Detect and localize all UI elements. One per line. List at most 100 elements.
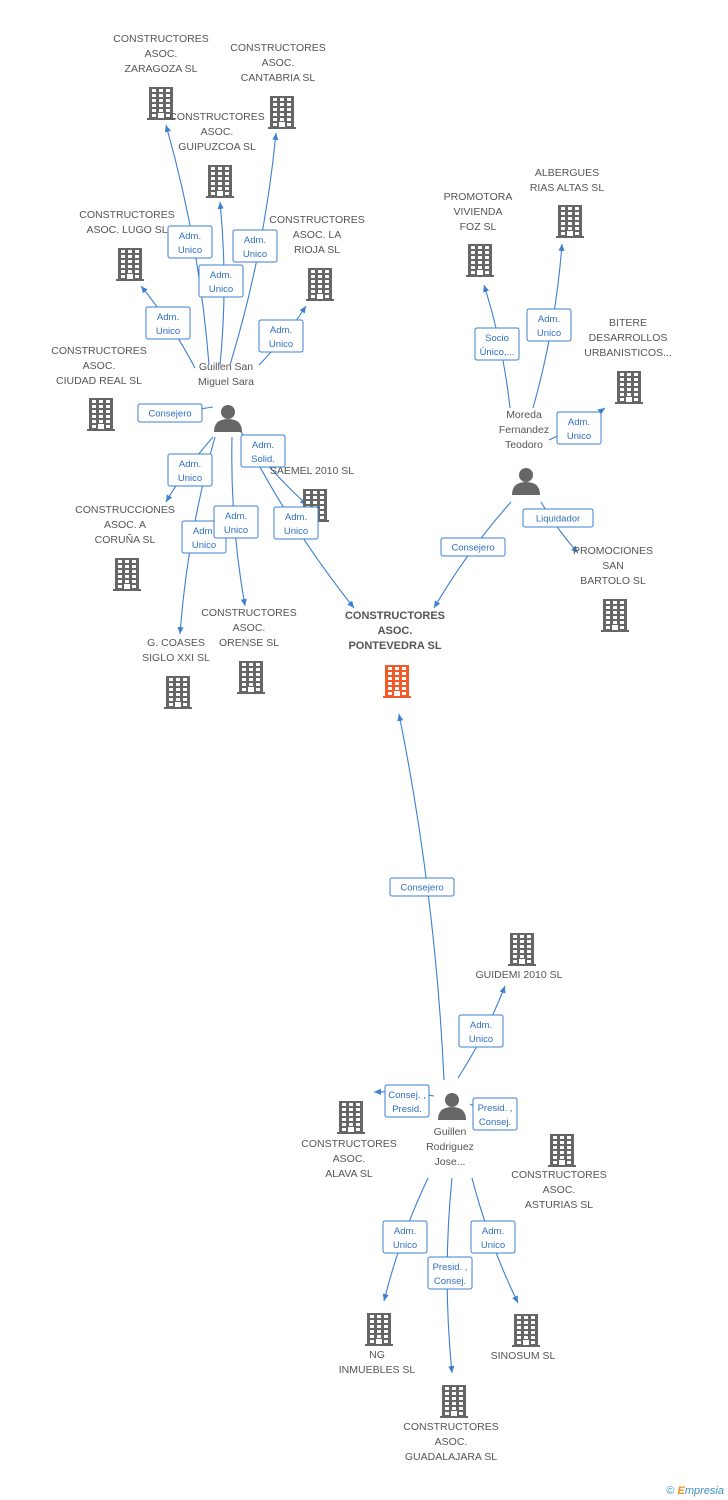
edge-label: Adm.Unico	[382, 1220, 428, 1254]
node-label: PONTEVEDRA SL	[348, 640, 441, 652]
edge-label: Adm.Unico	[167, 453, 213, 487]
building-icon	[164, 676, 192, 709]
node-label: ASOC.	[233, 622, 266, 634]
edge-teodoro-sanbartolo	[540, 501, 579, 554]
edge-label: Liquidador	[522, 508, 594, 528]
node-label: NG	[369, 1349, 385, 1361]
edge-label: SocioÚnico,...	[474, 327, 520, 361]
building-icon	[113, 558, 141, 591]
node-label: PROMOTORA	[444, 191, 513, 203]
edge-label-text: Consej.	[479, 1117, 511, 1128]
edge-label-text: Unico	[284, 526, 308, 537]
building-icon	[601, 599, 629, 632]
node-label: Moreda	[506, 409, 542, 421]
building-icon	[383, 665, 411, 698]
node-label: ZARAGOZA SL	[125, 63, 198, 75]
node-label: URBANISTICOS...	[584, 347, 672, 359]
edge-label-text: Unico	[156, 326, 180, 337]
edge-label-text: Adm.	[538, 314, 560, 325]
edge-label-text: Consej.	[434, 1276, 466, 1287]
node-sinosum[interactable]: SINOSUM SL	[491, 1314, 556, 1362]
edge-label: Adm.Unico	[232, 229, 278, 263]
node-label: Fernandez	[499, 424, 549, 436]
building-icon	[556, 205, 584, 238]
edge-label-text: Socio	[485, 333, 509, 344]
node-jose[interactable]: GuillenRodriguezJose...	[426, 1093, 474, 1168]
building-icon	[466, 244, 494, 277]
node-label: CONSTRUCTORES	[345, 610, 445, 622]
node-label: ASTURIAS SL	[525, 1199, 593, 1211]
node-label: CONSTRUCTORES	[230, 42, 325, 54]
person-icon	[214, 405, 242, 432]
node-label: CONSTRUCTORES	[301, 1138, 396, 1150]
node-label: ASOC.	[435, 1436, 468, 1448]
building-icon	[206, 165, 234, 198]
node-label: CONSTRUCTORES	[201, 607, 296, 619]
edge-label: Consejero	[440, 537, 506, 557]
edge-label-text: Adm.	[568, 417, 590, 428]
brand-initial: E	[677, 1485, 685, 1497]
node-label: CONSTRUCTORES	[269, 214, 364, 226]
edge-label-text: Unico	[537, 328, 561, 339]
building-icon	[237, 661, 265, 694]
building-icon	[147, 87, 175, 120]
edge-label: Adm.Unico	[273, 506, 319, 540]
edge-label: Adm. Unico	[145, 306, 191, 340]
edge-label-text: Unico	[178, 245, 202, 256]
edge-label-text: Adm.	[157, 312, 179, 323]
edge-label-text: Consejero	[451, 543, 494, 554]
building-icon	[548, 1134, 576, 1167]
building-icon	[337, 1101, 365, 1134]
node-label: BARTOLO SL	[580, 575, 646, 587]
edge-label: Adm. Unico	[167, 225, 213, 259]
edge-label: Adm.Solid.	[240, 434, 286, 468]
edge-label-text: Adm.	[179, 459, 201, 470]
node-bitere[interactable]: BITERE DESARROLLOS URBANISTICOS...	[584, 317, 672, 404]
edge-label: Adm.Unico	[556, 411, 602, 445]
node-label: BITERE	[609, 317, 647, 329]
node-label: ASOC. LUGO SL	[86, 224, 167, 236]
node-label: CORUÑA SL	[95, 533, 156, 546]
node-label: GUIDEMI 2010 SL	[476, 969, 563, 981]
node-label: RIOJA SL	[294, 244, 340, 256]
brand-logo: Empresia	[678, 1485, 724, 1497]
node-guidemi[interactable]: GUIDEMI 2010 SL	[476, 933, 563, 981]
node-label: Guillen	[434, 1126, 467, 1138]
node-label: VIVIENDA	[453, 206, 502, 218]
edge-label-text: Unico	[481, 1240, 505, 1251]
node-label: CANTABRIA SL	[241, 72, 316, 84]
edge-label: Presid. ,Consej.	[427, 1256, 473, 1290]
edge-label-text: Unico	[224, 525, 248, 536]
edge-label-text: Único,...	[480, 347, 515, 358]
edge-label-text: Adm.	[179, 231, 201, 242]
edge-label-text: Adm.	[244, 235, 266, 246]
building-icon	[615, 371, 643, 404]
node-label: DESARROLLOS	[589, 332, 668, 344]
node-label: CONSTRUCTORES	[511, 1169, 606, 1181]
edge-label-text: Adm.	[482, 1226, 504, 1237]
node-label: CIUDAD REAL SL	[56, 375, 142, 387]
edge-label-text: Presid.	[392, 1104, 422, 1115]
edge-jose-pontevedra	[397, 713, 445, 1081]
